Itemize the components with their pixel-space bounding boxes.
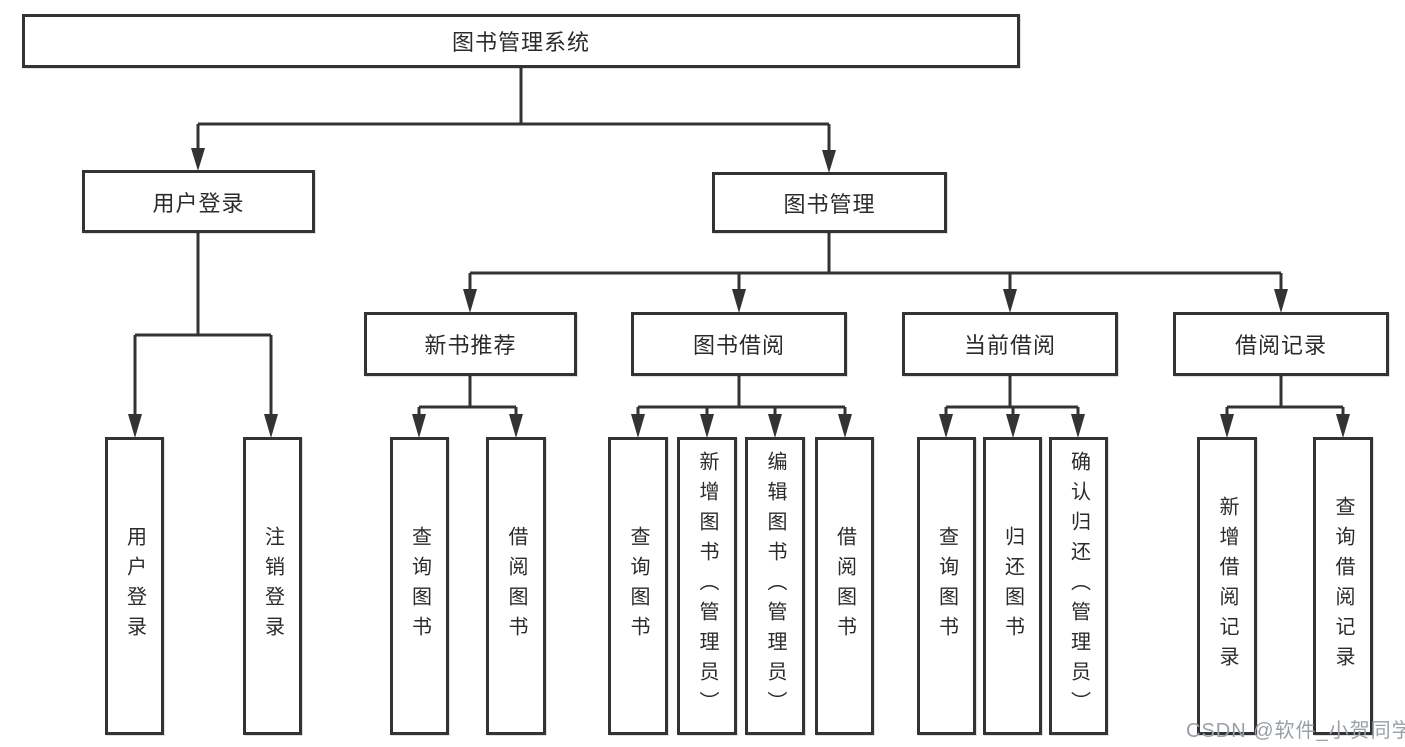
leaf-add-book-admin-label: 新增图书（管理员） bbox=[696, 451, 718, 721]
arrow-down-icon bbox=[768, 414, 782, 438]
arrow-down-icon bbox=[509, 414, 523, 438]
leaf-edit-book-admin-label: 编辑图书（管理员） bbox=[764, 451, 786, 721]
node-current-borrow-label: 当前借阅 bbox=[963, 333, 1056, 358]
leaf-return-book-label: 归还图书 bbox=[1001, 526, 1024, 646]
connector-book-mgmt-children bbox=[463, 233, 1288, 313]
node-borrow-records: 借阅记录 bbox=[1173, 312, 1389, 376]
leaf-add-book-admin: 新增图书（管理员） bbox=[677, 437, 737, 735]
leaf-user-login-label: 用户登录 bbox=[123, 526, 146, 646]
arrow-down-icon bbox=[1071, 414, 1085, 438]
leaf-query-book-3-label: 查询图书 bbox=[935, 526, 958, 646]
leaf-confirm-return-admin-label: 确认归还（管理员） bbox=[1067, 451, 1090, 721]
leaf-borrow-book-2: 借阅图书 bbox=[815, 437, 874, 735]
node-new-book-rec-label: 新书推荐 bbox=[424, 333, 517, 358]
leaf-query-book-3: 查询图书 bbox=[917, 437, 976, 735]
connector-root-to-level2 bbox=[191, 68, 836, 173]
leaf-add-borrow-record: 新增借阅记录 bbox=[1197, 437, 1257, 735]
connector-borrow-records-children bbox=[1220, 376, 1350, 438]
node-book-borrow-label: 图书借阅 bbox=[692, 333, 785, 358]
leaf-query-book-2-label: 查询图书 bbox=[627, 526, 649, 646]
leaf-borrow-book-2-label: 借阅图书 bbox=[833, 526, 856, 646]
node-book-borrow: 图书借阅 bbox=[631, 312, 847, 376]
leaf-query-book-1: 查询图书 bbox=[390, 437, 449, 735]
leaf-return-book: 归还图书 bbox=[983, 437, 1042, 735]
arrow-down-icon bbox=[700, 414, 714, 438]
node-root-system-label: 图书管理系统 bbox=[451, 30, 590, 55]
leaf-logout-label: 注销登录 bbox=[261, 526, 284, 646]
arrow-down-icon bbox=[1220, 414, 1234, 438]
leaf-edit-book-admin: 编辑图书（管理员） bbox=[745, 437, 805, 735]
arrow-down-icon bbox=[822, 150, 836, 173]
connector-book-borrow-children bbox=[631, 376, 852, 438]
leaf-borrow-book-1: 借阅图书 bbox=[486, 437, 546, 735]
arrow-down-icon bbox=[1336, 414, 1350, 438]
connector-user-login-children bbox=[128, 233, 278, 438]
csdn-watermark: CSDN @软件_小贺同学 bbox=[1186, 720, 1405, 742]
connector-current-borrow-children bbox=[939, 376, 1085, 438]
leaf-query-borrow-record-label: 查询借阅记录 bbox=[1332, 496, 1354, 676]
leaf-user-login: 用户登录 bbox=[105, 437, 164, 735]
arrow-down-icon bbox=[1006, 414, 1020, 438]
node-borrow-records-label: 借阅记录 bbox=[1234, 333, 1327, 358]
node-new-book-rec: 新书推荐 bbox=[364, 312, 577, 376]
leaf-confirm-return-admin: 确认归还（管理员） bbox=[1049, 437, 1108, 735]
node-book-mgmt-branch-label: 图书管理 bbox=[783, 191, 876, 217]
leaf-query-borrow-record: 查询借阅记录 bbox=[1313, 437, 1373, 735]
arrow-down-icon bbox=[1003, 289, 1017, 313]
leaf-logout: 注销登录 bbox=[243, 437, 302, 735]
arrow-down-icon bbox=[128, 414, 142, 438]
arrow-down-icon bbox=[463, 289, 477, 313]
arrow-down-icon bbox=[631, 414, 645, 438]
arrow-down-icon bbox=[838, 414, 852, 438]
arrow-down-icon bbox=[732, 289, 746, 313]
arrow-down-icon bbox=[939, 414, 953, 438]
node-root-system: 图书管理系统 bbox=[22, 14, 1020, 68]
node-current-borrow: 当前借阅 bbox=[902, 312, 1118, 376]
arrow-down-icon bbox=[264, 414, 278, 438]
leaf-add-borrow-record-label: 新增借阅记录 bbox=[1216, 496, 1238, 676]
arrow-down-icon bbox=[191, 148, 205, 171]
arrow-down-icon bbox=[412, 414, 426, 438]
node-book-mgmt-branch: 图书管理 bbox=[712, 172, 947, 233]
leaf-borrow-book-1-label: 借阅图书 bbox=[505, 526, 527, 646]
arrow-down-icon bbox=[1274, 289, 1288, 313]
node-user-login-branch-label: 用户登录 bbox=[152, 190, 245, 216]
leaf-query-book-2: 查询图书 bbox=[608, 437, 668, 735]
connector-new-book-children bbox=[412, 376, 523, 438]
leaf-query-book-1-label: 查询图书 bbox=[408, 526, 431, 646]
node-user-login-branch: 用户登录 bbox=[82, 170, 315, 233]
